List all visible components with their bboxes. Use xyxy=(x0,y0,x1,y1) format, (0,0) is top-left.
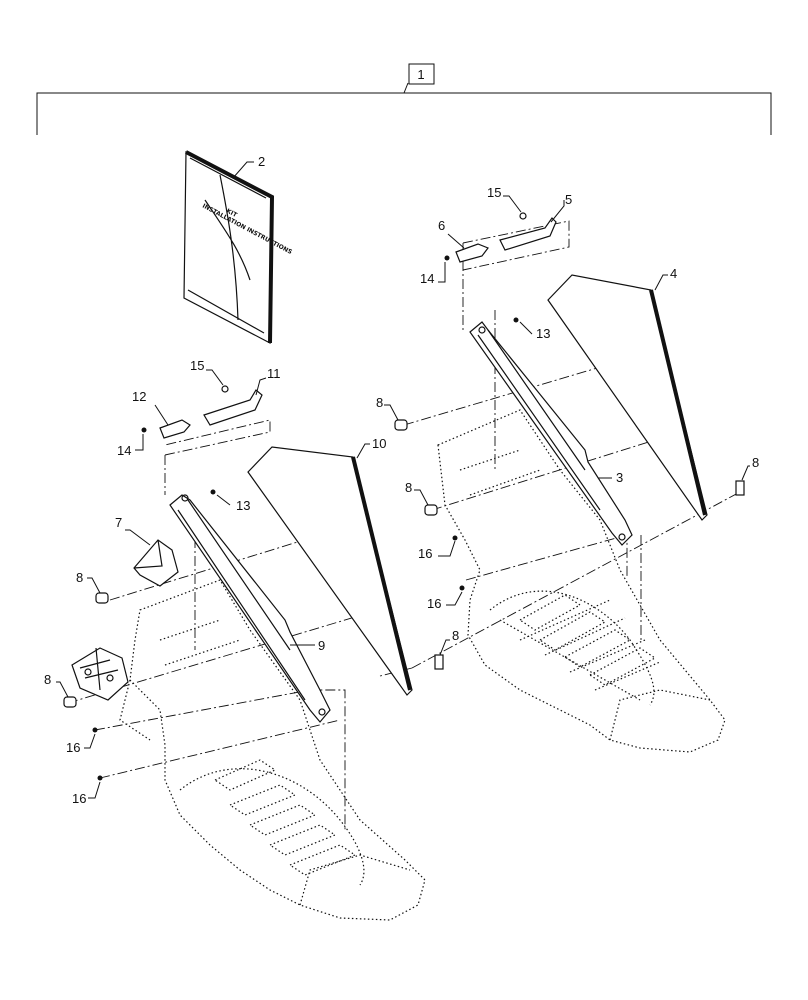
callout-14-left: 14 xyxy=(117,443,131,458)
callout-15-left: 15 xyxy=(190,358,204,373)
callout-5: 5 xyxy=(565,192,572,207)
callout-15-right: 15 xyxy=(487,185,501,200)
left-assembly: 10 9 13 7 11 12 15 14 8 xyxy=(44,358,426,921)
callout-13-right: 13 xyxy=(536,326,550,341)
callout-8-left-b: 8 xyxy=(44,672,51,687)
callout-6: 6 xyxy=(438,218,445,233)
callout-16-left-a: 16 xyxy=(66,740,80,755)
callout-13-left: 13 xyxy=(236,498,250,513)
callout-4: 4 xyxy=(670,266,677,281)
right-hopper-outline xyxy=(437,409,726,753)
callout-8-right-d: 8 xyxy=(452,628,459,643)
instruction-booklet: KIT INSTALLATION INSTRUCTIONS 2 xyxy=(183,150,293,344)
callout-8-right-a: 8 xyxy=(376,395,383,410)
valve-assembly xyxy=(71,647,129,701)
callout-14-right: 14 xyxy=(420,271,434,286)
callout-8-right-c: 8 xyxy=(752,455,759,470)
callout-12: 12 xyxy=(132,389,146,404)
left-hopper-outline xyxy=(119,579,426,921)
callout-3: 3 xyxy=(616,470,623,485)
callout-16-right-b: 16 xyxy=(427,596,441,611)
callout-10: 10 xyxy=(372,436,386,451)
callout-16-left-b: 16 xyxy=(72,791,86,806)
assembly-bracket: 1 xyxy=(36,63,772,135)
assembly-number: 1 xyxy=(417,67,424,82)
callout-11: 11 xyxy=(267,366,281,381)
booklet-title: KIT xyxy=(225,208,239,220)
callout-8-right-b: 8 xyxy=(405,480,412,495)
callout-9: 9 xyxy=(318,638,325,653)
callout-8-left-a: 8 xyxy=(76,570,83,585)
callout-16-right-a: 16 xyxy=(418,546,432,561)
callout-2: 2 xyxy=(258,154,265,169)
callout-7: 7 xyxy=(115,515,122,530)
right-assembly: 4 3 13 5 6 15 14 8 8 8 xyxy=(376,185,759,753)
